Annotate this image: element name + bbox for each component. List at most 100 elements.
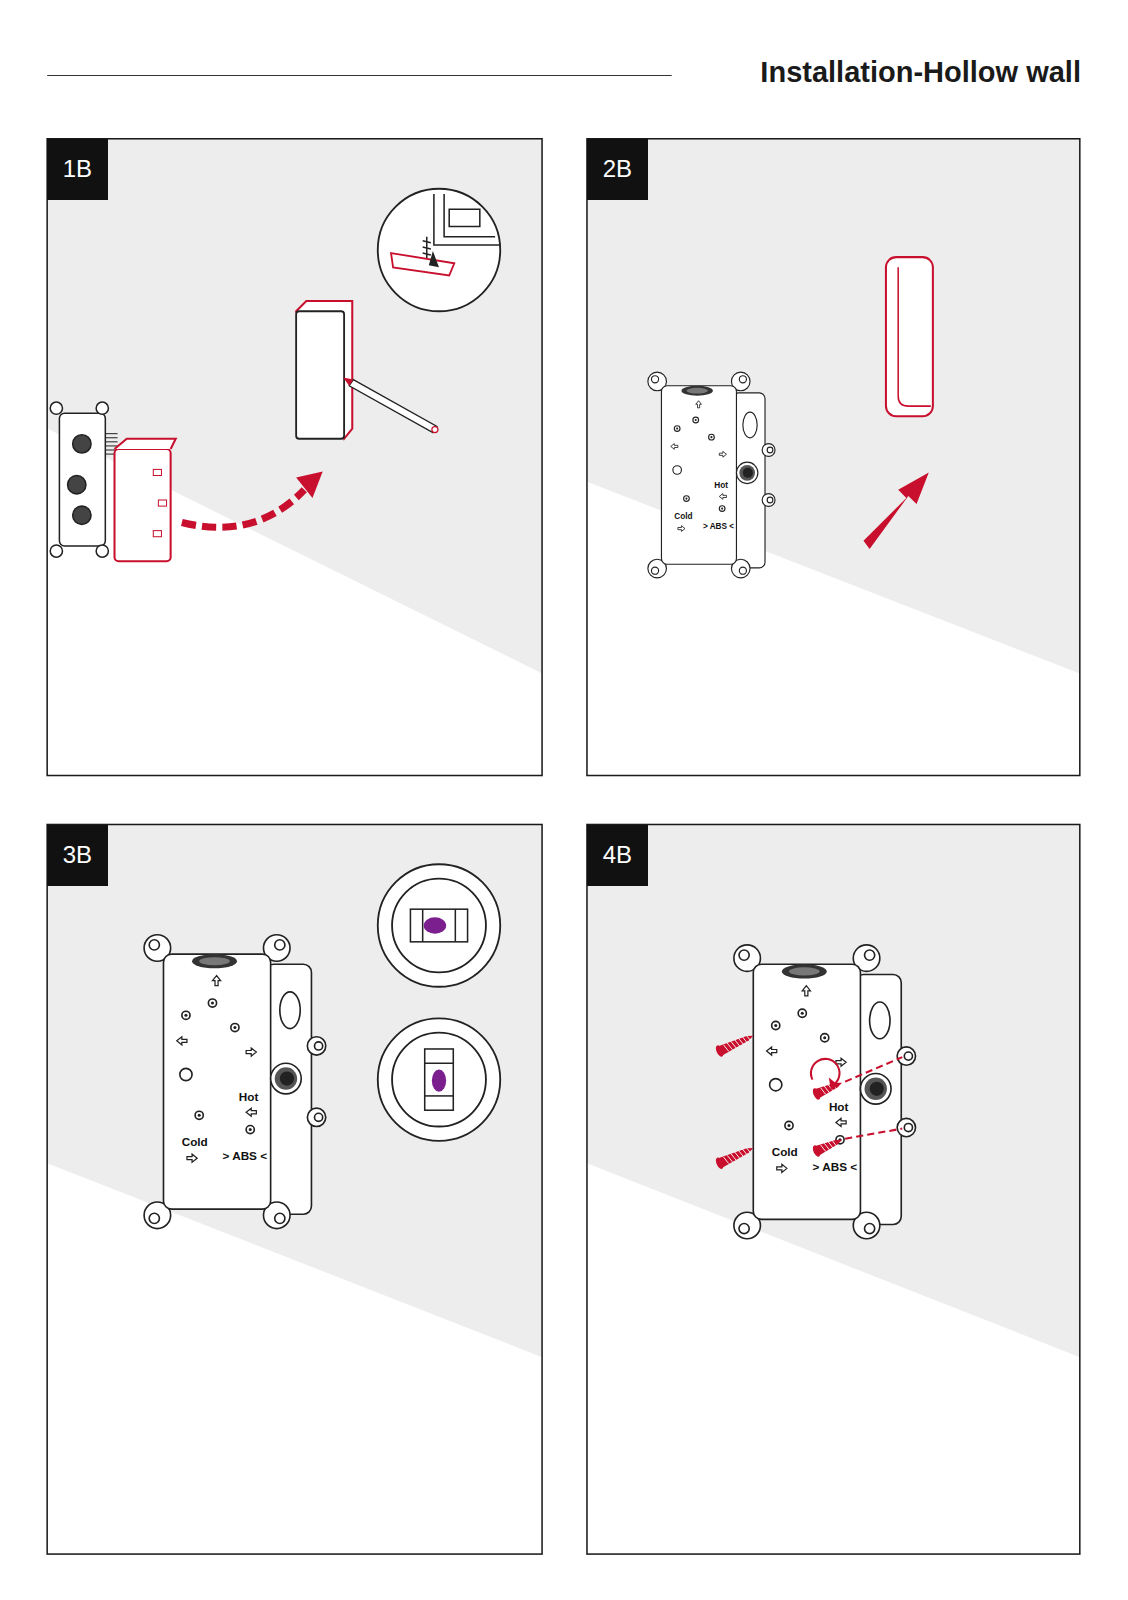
step-badge: 4B xyxy=(587,825,648,886)
step-badge: 2B xyxy=(587,139,648,200)
illustration-part xyxy=(710,436,712,438)
illustration-part xyxy=(674,426,680,432)
illustration-part xyxy=(733,393,765,568)
illustration-part xyxy=(785,1121,793,1129)
step-badge: 1B xyxy=(47,139,108,200)
wall-cutout xyxy=(886,257,933,416)
illustration-part xyxy=(767,497,773,503)
level-magnifier xyxy=(378,864,500,986)
illustration-part xyxy=(678,526,685,532)
illustration-part xyxy=(898,267,931,406)
illustration-part xyxy=(307,1037,325,1055)
illustration-part xyxy=(378,864,500,986)
illustration-part xyxy=(811,1087,822,1101)
illustration-part xyxy=(378,189,500,311)
illustration-part xyxy=(105,441,117,442)
illustration-part xyxy=(824,1142,829,1150)
illustration-part xyxy=(182,1011,190,1019)
illustration-part xyxy=(681,386,712,396)
illustration-part xyxy=(828,1141,833,1149)
illustration-part xyxy=(153,469,161,475)
illustration-part xyxy=(865,1078,887,1100)
illustration-part xyxy=(651,376,658,383)
illustration-part xyxy=(731,1041,736,1049)
illustration-part xyxy=(742,1148,747,1156)
illustration-part xyxy=(772,1021,780,1029)
illustration-part xyxy=(587,139,1080,776)
illustration-part xyxy=(767,1047,777,1055)
illustration-part xyxy=(719,494,726,500)
illustration-part xyxy=(714,1044,725,1058)
illustration-part xyxy=(742,1035,747,1043)
illustration-part xyxy=(767,447,773,453)
illustration-part xyxy=(163,954,270,1209)
illustration-part xyxy=(429,251,439,267)
illustration-part xyxy=(802,986,810,996)
illustration-part xyxy=(787,1124,790,1127)
illustration-part xyxy=(425,1062,454,1064)
port-label: > ABS < xyxy=(223,1150,268,1162)
illustration-part xyxy=(378,1018,500,1140)
port-label: Cold xyxy=(182,1136,208,1148)
template-box xyxy=(296,301,352,439)
illustration-part xyxy=(115,439,176,449)
port-label: Hot xyxy=(829,1101,849,1113)
step-number: 4B xyxy=(603,841,632,869)
illustration-part xyxy=(271,1063,302,1094)
illustration-part xyxy=(68,476,86,494)
illustration-part xyxy=(246,1126,254,1134)
illustration-part xyxy=(153,531,161,537)
illustration-part xyxy=(823,1036,826,1039)
illustration-part xyxy=(739,567,746,574)
port-label: Hot xyxy=(714,482,728,490)
illustration-part xyxy=(738,1037,743,1045)
illustration-part xyxy=(762,444,775,457)
illustration-part xyxy=(718,1143,756,1168)
illustration-part xyxy=(762,494,775,507)
illustration-part xyxy=(886,257,933,416)
illustration-part xyxy=(727,1042,732,1050)
illustration-part xyxy=(73,435,91,453)
illustration-part xyxy=(777,1164,787,1172)
illustration-part xyxy=(865,950,875,960)
illustration-part xyxy=(233,1026,236,1029)
illustration-part xyxy=(231,1023,239,1031)
illustration-part xyxy=(865,1223,875,1233)
illustration-part xyxy=(266,964,312,1214)
illustration-part xyxy=(275,1067,297,1089)
illustration-part xyxy=(177,1037,187,1045)
valve-body xyxy=(144,935,326,1229)
illustration-part xyxy=(821,1034,829,1042)
illustration-part xyxy=(811,1134,844,1158)
illustration-part xyxy=(897,1118,915,1136)
illustration-part xyxy=(192,954,237,968)
panel xyxy=(47,824,542,1554)
illustration-part xyxy=(392,1033,486,1127)
rotate-arrow xyxy=(811,1059,840,1084)
illustration-part xyxy=(676,428,678,430)
illustration-part xyxy=(801,1012,804,1015)
illustration-part xyxy=(693,417,699,423)
port-label: Hot xyxy=(239,1091,259,1103)
illustration-part xyxy=(149,1213,159,1223)
detail-magnifier xyxy=(378,189,500,311)
illustration-part xyxy=(307,1108,325,1126)
illustration-part xyxy=(821,1087,826,1095)
illustration-part xyxy=(47,139,542,776)
port-label: Cold xyxy=(674,513,692,521)
insert-arrow xyxy=(863,472,928,549)
illustration-part xyxy=(695,419,697,421)
illustration-part xyxy=(753,964,860,1219)
illustration-part xyxy=(296,301,352,439)
illustration-part xyxy=(673,466,682,475)
illustration-part xyxy=(709,434,715,440)
illustration-part xyxy=(195,1111,203,1119)
illustration-part xyxy=(198,1114,201,1117)
illustration-part xyxy=(811,1077,844,1101)
illustration-part xyxy=(187,1154,197,1162)
illustration-part xyxy=(212,976,220,986)
header-rule xyxy=(47,75,671,76)
pencil-tip xyxy=(343,378,353,386)
illustration-part xyxy=(184,1014,187,1017)
illustration-part xyxy=(719,451,726,457)
